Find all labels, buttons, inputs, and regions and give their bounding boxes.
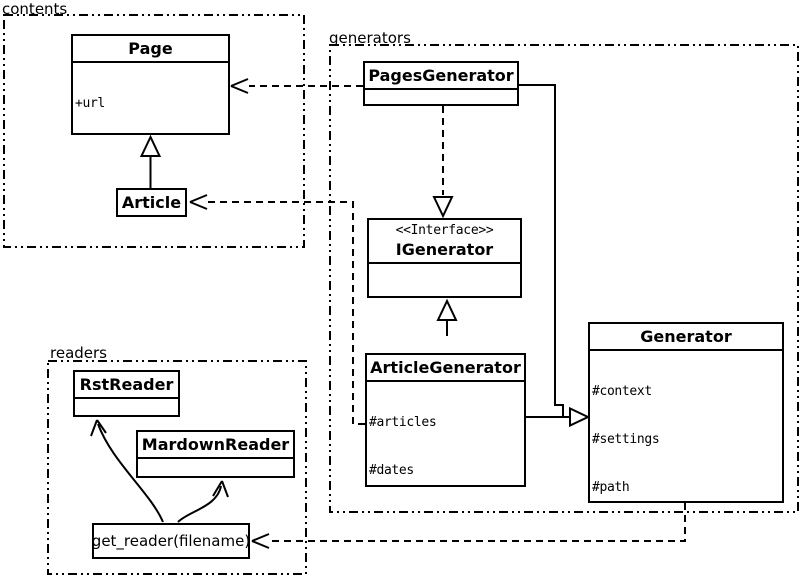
class-methods: +read(): [138, 457, 293, 476]
class-node-articlegenerator: ArticleGenerator #articles #dates #tags …: [365, 353, 526, 487]
class-title: Generator: [640, 327, 732, 346]
open-arrowhead-icon-rstreader: [90, 419, 107, 437]
attribute: #dates: [369, 463, 414, 478]
class-attributes: #articles #dates #tags #categories: [367, 380, 524, 485]
method: +generate_context(): [371, 297, 518, 298]
hollow-triangle-icon-igenerator-top: [432, 196, 454, 219]
dependency-line-generator-to-getreader: [269, 503, 686, 542]
class-attributes: #context #settings #path #theme #output_…: [590, 349, 782, 501]
class-node-mardownreader: MardownReader +read(): [136, 430, 295, 478]
class-title: ArticleGenerator: [370, 358, 521, 377]
class-node-igenerator: <<Interface>> IGenerator +generate_conte…: [367, 218, 522, 298]
function-label: get_reader(filename): [92, 532, 250, 550]
package-label-readers: readers: [50, 344, 107, 362]
class-node-rstreader: RstReader +read(): [73, 370, 180, 417]
hollow-triangle-icon-generator: [569, 406, 591, 428]
class-title: MardownReader: [141, 435, 290, 454]
dependency-line-articlegenerator-to-article: [208, 201, 365, 425]
open-arrowhead-icon-article: [189, 194, 208, 210]
open-arrowhead-icon-mardownreader: [212, 480, 229, 498]
package-label-contents: contents: [2, 0, 68, 18]
class-title: Page: [128, 39, 173, 58]
stereotype-label: <<Interface>>: [395, 222, 494, 238]
attribute: +url: [75, 96, 105, 111]
attribute: #context: [592, 384, 652, 399]
attribute: #settings: [592, 432, 660, 447]
package-border-readers: [47, 360, 307, 575]
hollow-triangle-icon-page: [139, 134, 162, 157]
class-methods: +generate_context() +generate_output(): [369, 262, 520, 298]
inheritance-line-pagesgenerator-to-generator: [519, 84, 564, 417]
class-title: RstReader: [79, 375, 174, 394]
package-border-generators: [329, 44, 799, 513]
hollow-triangle-icon-igenerator-bottom: [436, 298, 458, 321]
class-title: Article: [121, 193, 182, 212]
class-attributes: #pages: [365, 88, 517, 104]
class-node-article: Article: [116, 188, 187, 217]
class-node-page: Page +url +slug +summary +check_properti…: [71, 34, 230, 135]
package-border-contents: [3, 14, 305, 248]
attribute: #path: [592, 480, 630, 495]
class-attributes: +url +slug +summary: [73, 61, 228, 133]
class-methods: +read(): [75, 397, 178, 415]
open-arrowhead-icon-page: [230, 78, 249, 94]
function-node-getreader: get_reader(filename): [92, 523, 250, 559]
reference-curve-getreader-to-mardownreader: [177, 485, 222, 523]
package-label-generators: generators: [329, 29, 411, 47]
class-node-generator: Generator #context #settings #path #them…: [588, 322, 784, 503]
class-title: IGenerator: [395, 239, 494, 259]
class-node-pagesgenerator: PagesGenerator #pages: [363, 61, 519, 106]
open-arrowhead-icon-getreader: [251, 533, 270, 549]
class-title: PagesGenerator: [368, 66, 514, 85]
attribute: #articles: [369, 415, 437, 430]
reference-curve-getreader-to-rstreader: [97, 423, 164, 523]
class-header: <<Interface>> IGenerator: [369, 220, 520, 262]
